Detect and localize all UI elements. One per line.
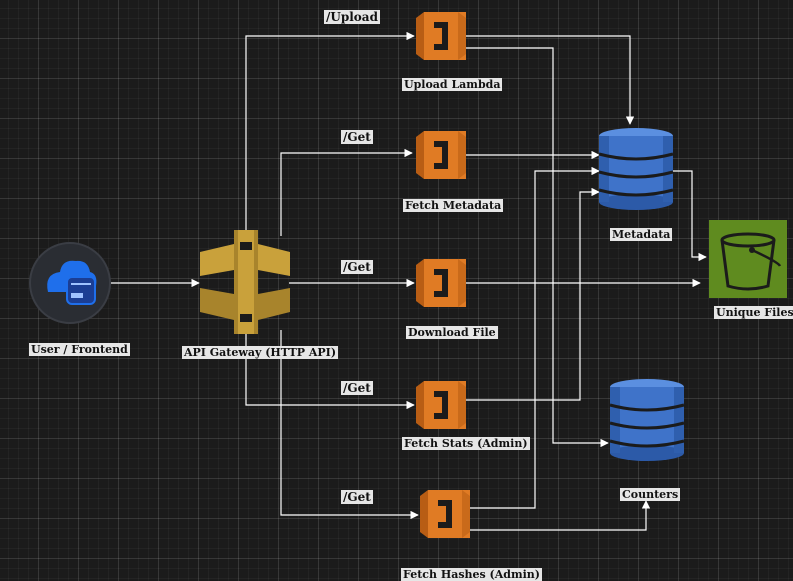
counters-table-icon[interactable] bbox=[608, 377, 686, 463]
counters-label: Counters bbox=[620, 488, 681, 501]
edge-label-get-download: /Get bbox=[341, 260, 373, 274]
fetch-hashes-label: Fetch Hashes (Admin) bbox=[401, 568, 542, 581]
edge-gateway-to-fetch-stats bbox=[245, 334, 415, 410]
metadata-label: Metadata bbox=[610, 228, 673, 241]
s3-bucket-icon[interactable] bbox=[709, 220, 787, 298]
edge-label-get-stats: /Get bbox=[341, 381, 373, 395]
fetch-metadata-label: Fetch Metadata bbox=[403, 199, 504, 212]
edge-fetch-stats-to-metadata bbox=[466, 187, 600, 401]
fetch-stats-lambda-icon[interactable] bbox=[416, 381, 466, 429]
edge-label-upload: /Upload bbox=[324, 10, 380, 24]
edge-upload-to-metadata bbox=[466, 35, 635, 125]
download-file-label: Download File bbox=[406, 326, 498, 339]
edge-label-get-metadata: /Get bbox=[341, 130, 373, 144]
edge-fetch-hashes-to-counters bbox=[466, 500, 651, 531]
upload-lambda-label: Upload Lambda bbox=[402, 78, 503, 91]
api-gateway-icon[interactable] bbox=[200, 230, 290, 334]
upload-lambda-icon[interactable] bbox=[416, 12, 466, 60]
edge-gateway-to-fetch-metadata bbox=[280, 148, 413, 236]
unique-files-label: Unique Files bbox=[714, 306, 793, 319]
frontend-icon[interactable] bbox=[29, 242, 111, 324]
metadata-table-icon[interactable] bbox=[597, 126, 675, 212]
edge-gateway-to-upload bbox=[245, 31, 415, 232]
connectors bbox=[111, 31, 707, 531]
fetch-hashes-lambda-icon[interactable] bbox=[420, 490, 470, 538]
user-frontend-label: User / Frontend bbox=[29, 343, 130, 356]
api-gateway-label: API Gateway (HTTP API) bbox=[182, 346, 339, 359]
edge-upload-to-counters bbox=[466, 47, 609, 448]
edge-label-get-hashes: /Get bbox=[341, 490, 373, 504]
edge-gateway-to-fetch-hashes bbox=[280, 330, 419, 520]
fetch-stats-label: Fetch Stats (Admin) bbox=[402, 437, 530, 450]
edge-metadata-to-unique-files bbox=[672, 170, 707, 262]
download-file-lambda-icon[interactable] bbox=[416, 259, 466, 307]
fetch-metadata-lambda-icon[interactable] bbox=[416, 131, 466, 179]
edge-fetch-hashes-to-metadata bbox=[466, 166, 600, 509]
